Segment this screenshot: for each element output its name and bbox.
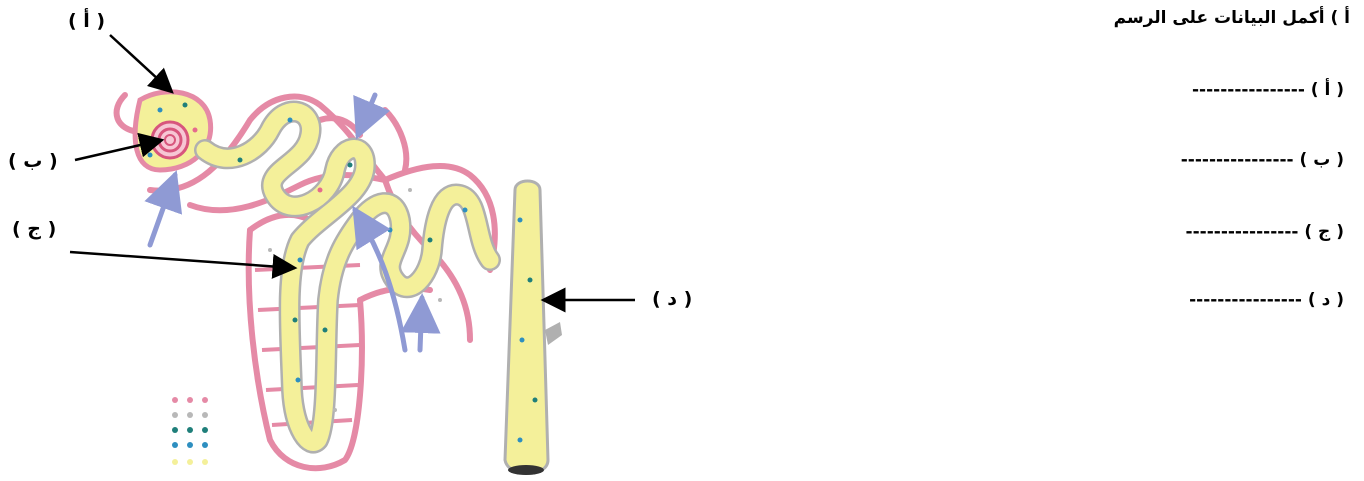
vasa-recta-rungs xyxy=(255,265,360,425)
collecting-duct xyxy=(505,181,562,475)
legend-dot-grid xyxy=(172,397,208,465)
